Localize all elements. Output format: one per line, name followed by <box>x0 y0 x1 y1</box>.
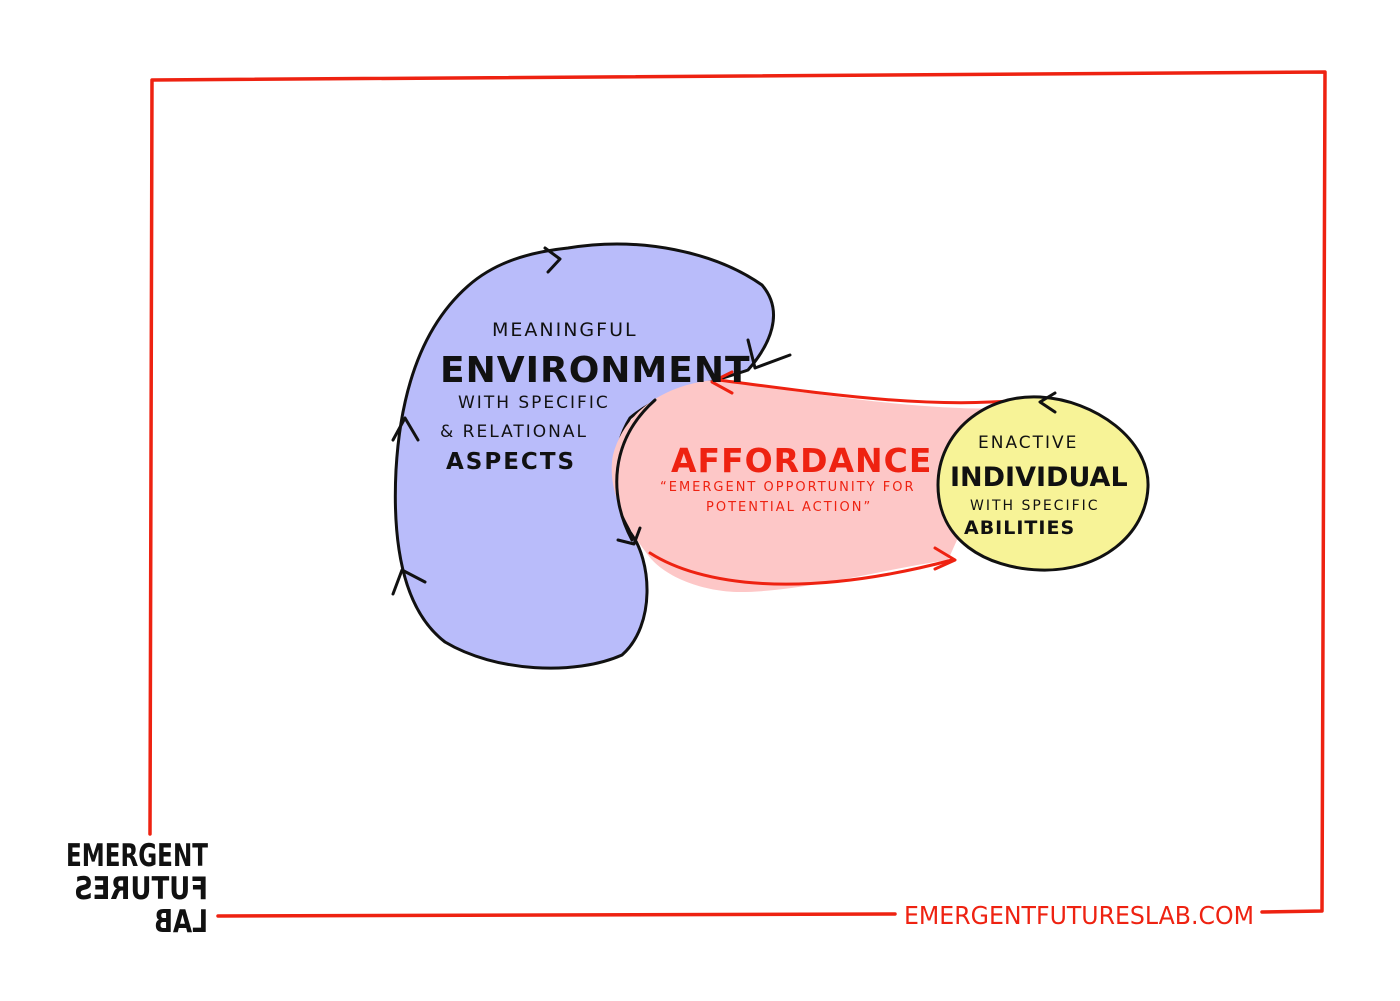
environment-blob <box>393 242 776 670</box>
affordance-label: AFFORDANCE “EMERGENT OPPORTUNITY FOR POT… <box>660 441 932 515</box>
environment-line-5: ASPECTS <box>446 449 576 475</box>
arrow-to-individual-icon <box>933 546 957 571</box>
environment-line-3: WITH SPECIFIC <box>458 393 610 413</box>
arrow-to-environment-icon <box>710 370 734 395</box>
environment-line-2: ENVIRONMENT <box>440 350 751 391</box>
arrow-top-icon <box>543 246 562 274</box>
logo-line-1: EMERGENT <box>66 838 208 874</box>
individual-line-1: ENACTIVE <box>978 433 1078 453</box>
affordance-left-edge <box>615 398 657 542</box>
arrow-individual-icon <box>1038 391 1057 414</box>
environment-label: MEANINGFUL ENVIRONMENT WITH SPECIFIC & R… <box>440 319 751 475</box>
individual-label: ENACTIVE INDIVIDUAL WITH SPECIFIC ABILIT… <box>950 433 1128 539</box>
affordance-blob <box>611 380 1022 592</box>
individual-line-3: WITH SPECIFIC <box>970 498 1100 514</box>
footer-url: EMERGENTFUTURESLAB.COM <box>904 901 1254 930</box>
logo-line-2: FUTURES <box>74 871 208 907</box>
affordance-quote-1: “EMERGENT OPPORTUNITY FOR <box>660 480 916 495</box>
environment-arrows <box>391 246 1057 596</box>
individual-circle <box>936 395 1150 572</box>
environment-line-1: MEANINGFUL <box>492 319 638 341</box>
individual-line-2: INDIVIDUAL <box>950 462 1128 493</box>
logo-line-3: LAB <box>154 904 208 940</box>
arrow-left-up-icon <box>391 416 420 442</box>
affordance-title: AFFORDANCE <box>671 441 932 480</box>
frame-border <box>148 70 1327 918</box>
environment-line-4: & RELATIONAL <box>440 422 588 442</box>
individual-line-4: ABILITIES <box>964 517 1075 539</box>
arrow-bottom-left-icon <box>391 568 427 596</box>
emergent-futures-lab-logo: EMERGENT FUTURES LAB <box>66 838 208 940</box>
affordance-arrows <box>710 370 957 571</box>
affordance-top-edge <box>716 378 1022 405</box>
arrow-right-icon <box>746 338 792 370</box>
affordance-bottom-edge <box>648 551 954 586</box>
affordance-quote-2: POTENTIAL ACTION” <box>706 500 872 515</box>
arrow-into-affordance-icon <box>616 526 642 546</box>
